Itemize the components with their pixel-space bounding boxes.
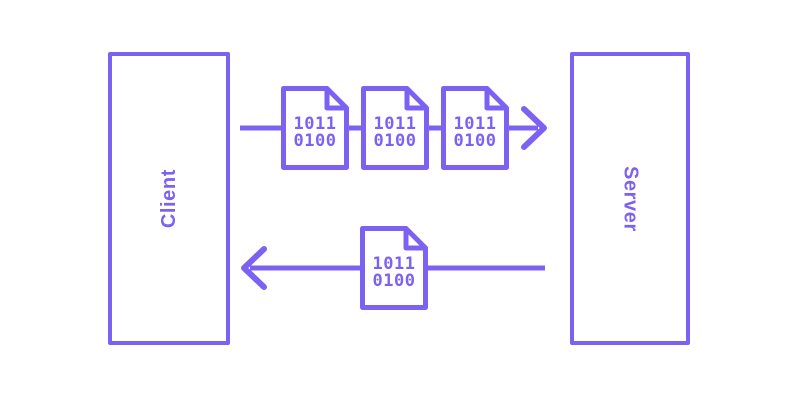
binary-data-text: 1011 0100 [361, 86, 429, 170]
bits-line: 0100 [453, 131, 497, 151]
request-packet-1: 1011 0100 [281, 86, 349, 170]
request-packet-2: 1011 0100 [361, 86, 429, 170]
document-icon [361, 86, 429, 170]
document-icon [360, 226, 428, 310]
bits-line: 1011 [293, 114, 337, 134]
bits-line: 1011 [453, 114, 497, 134]
server-node: Server [570, 52, 690, 345]
bits-line: 0100 [372, 271, 416, 291]
right-arrowhead-icon [521, 106, 547, 150]
bits-line: 1011 [372, 254, 416, 274]
document-icon [441, 86, 509, 170]
left-arrowhead-icon [241, 246, 267, 290]
response-packet-1: 1011 0100 [360, 226, 428, 310]
binary-data-text: 1011 0100 [281, 86, 349, 170]
binary-data-text: 1011 0100 [360, 226, 428, 310]
bits-line: 1011 [373, 114, 417, 134]
server-label: Server [619, 165, 642, 232]
client-label: Client [157, 168, 180, 229]
client-node: Client [108, 52, 230, 345]
binary-data-text: 1011 0100 [441, 86, 509, 170]
request-packet-3: 1011 0100 [441, 86, 509, 170]
document-icon [281, 86, 349, 170]
bits-line: 0100 [293, 131, 337, 151]
bits-line: 0100 [373, 131, 417, 151]
